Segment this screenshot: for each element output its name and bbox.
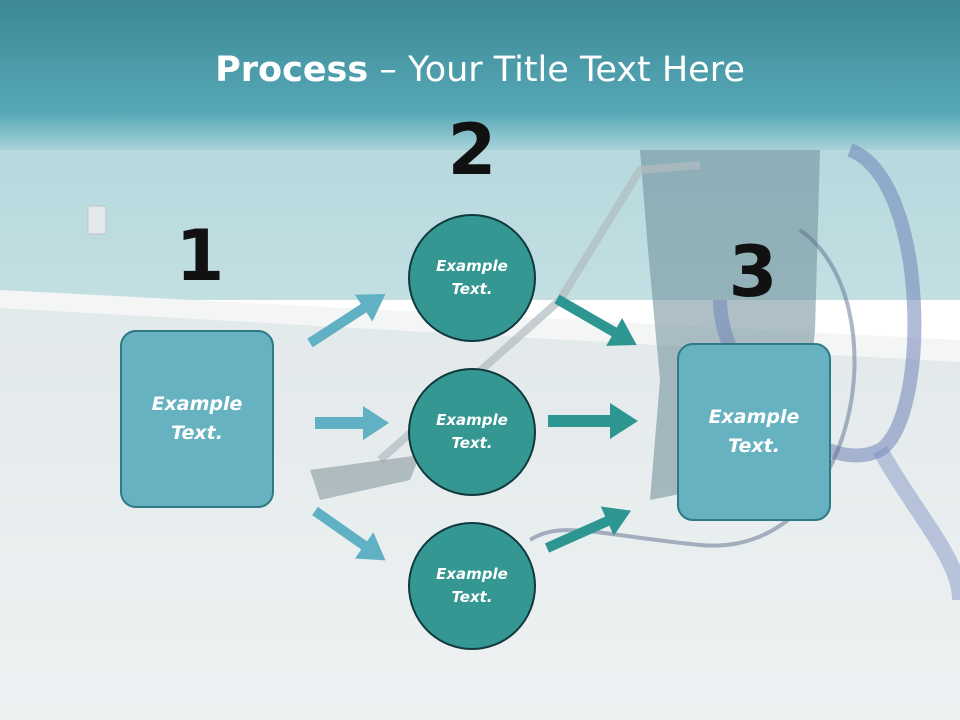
- arrow-1-to-middle: [315, 406, 389, 440]
- step-2-circle-top: Example Text.: [408, 214, 536, 342]
- step-3-text-line1: Example: [708, 406, 800, 428]
- step-1-box: Example Text.: [120, 330, 274, 508]
- step-1-text-line1: Example: [151, 393, 243, 415]
- circle-middle-line1: Example: [436, 411, 508, 429]
- step-1-text-line2: Text.: [171, 422, 223, 444]
- slide-title: Process – Your Title Text Here: [0, 50, 960, 90]
- step-3-text-line2: Text.: [728, 435, 780, 457]
- circle-top-line1: Example: [436, 257, 508, 275]
- step-number-3: 3: [728, 231, 778, 313]
- circle-top-line2: Text.: [451, 280, 493, 298]
- step-number-2: 2: [447, 109, 497, 191]
- arrow-1-to-bottom: [312, 506, 386, 561]
- arrow-middle-to-3: [548, 403, 638, 439]
- title-rest: – Your Title Text Here: [368, 50, 745, 90]
- step-3-box: Example Text.: [677, 343, 831, 521]
- step-2-circle-bottom: Example Text.: [408, 522, 536, 650]
- arrow-1-to-top: [307, 293, 386, 348]
- step-2-circle-middle: Example Text.: [408, 368, 536, 496]
- arrow-top-to-3: [554, 294, 637, 346]
- title-bold: Process: [215, 50, 369, 90]
- circle-bottom-line2: Text.: [451, 588, 493, 606]
- arrow-bottom-to-3: [544, 506, 632, 553]
- circle-middle-line2: Text.: [451, 434, 493, 452]
- step-number-1: 1: [175, 215, 225, 297]
- circle-bottom-line1: Example: [436, 565, 508, 583]
